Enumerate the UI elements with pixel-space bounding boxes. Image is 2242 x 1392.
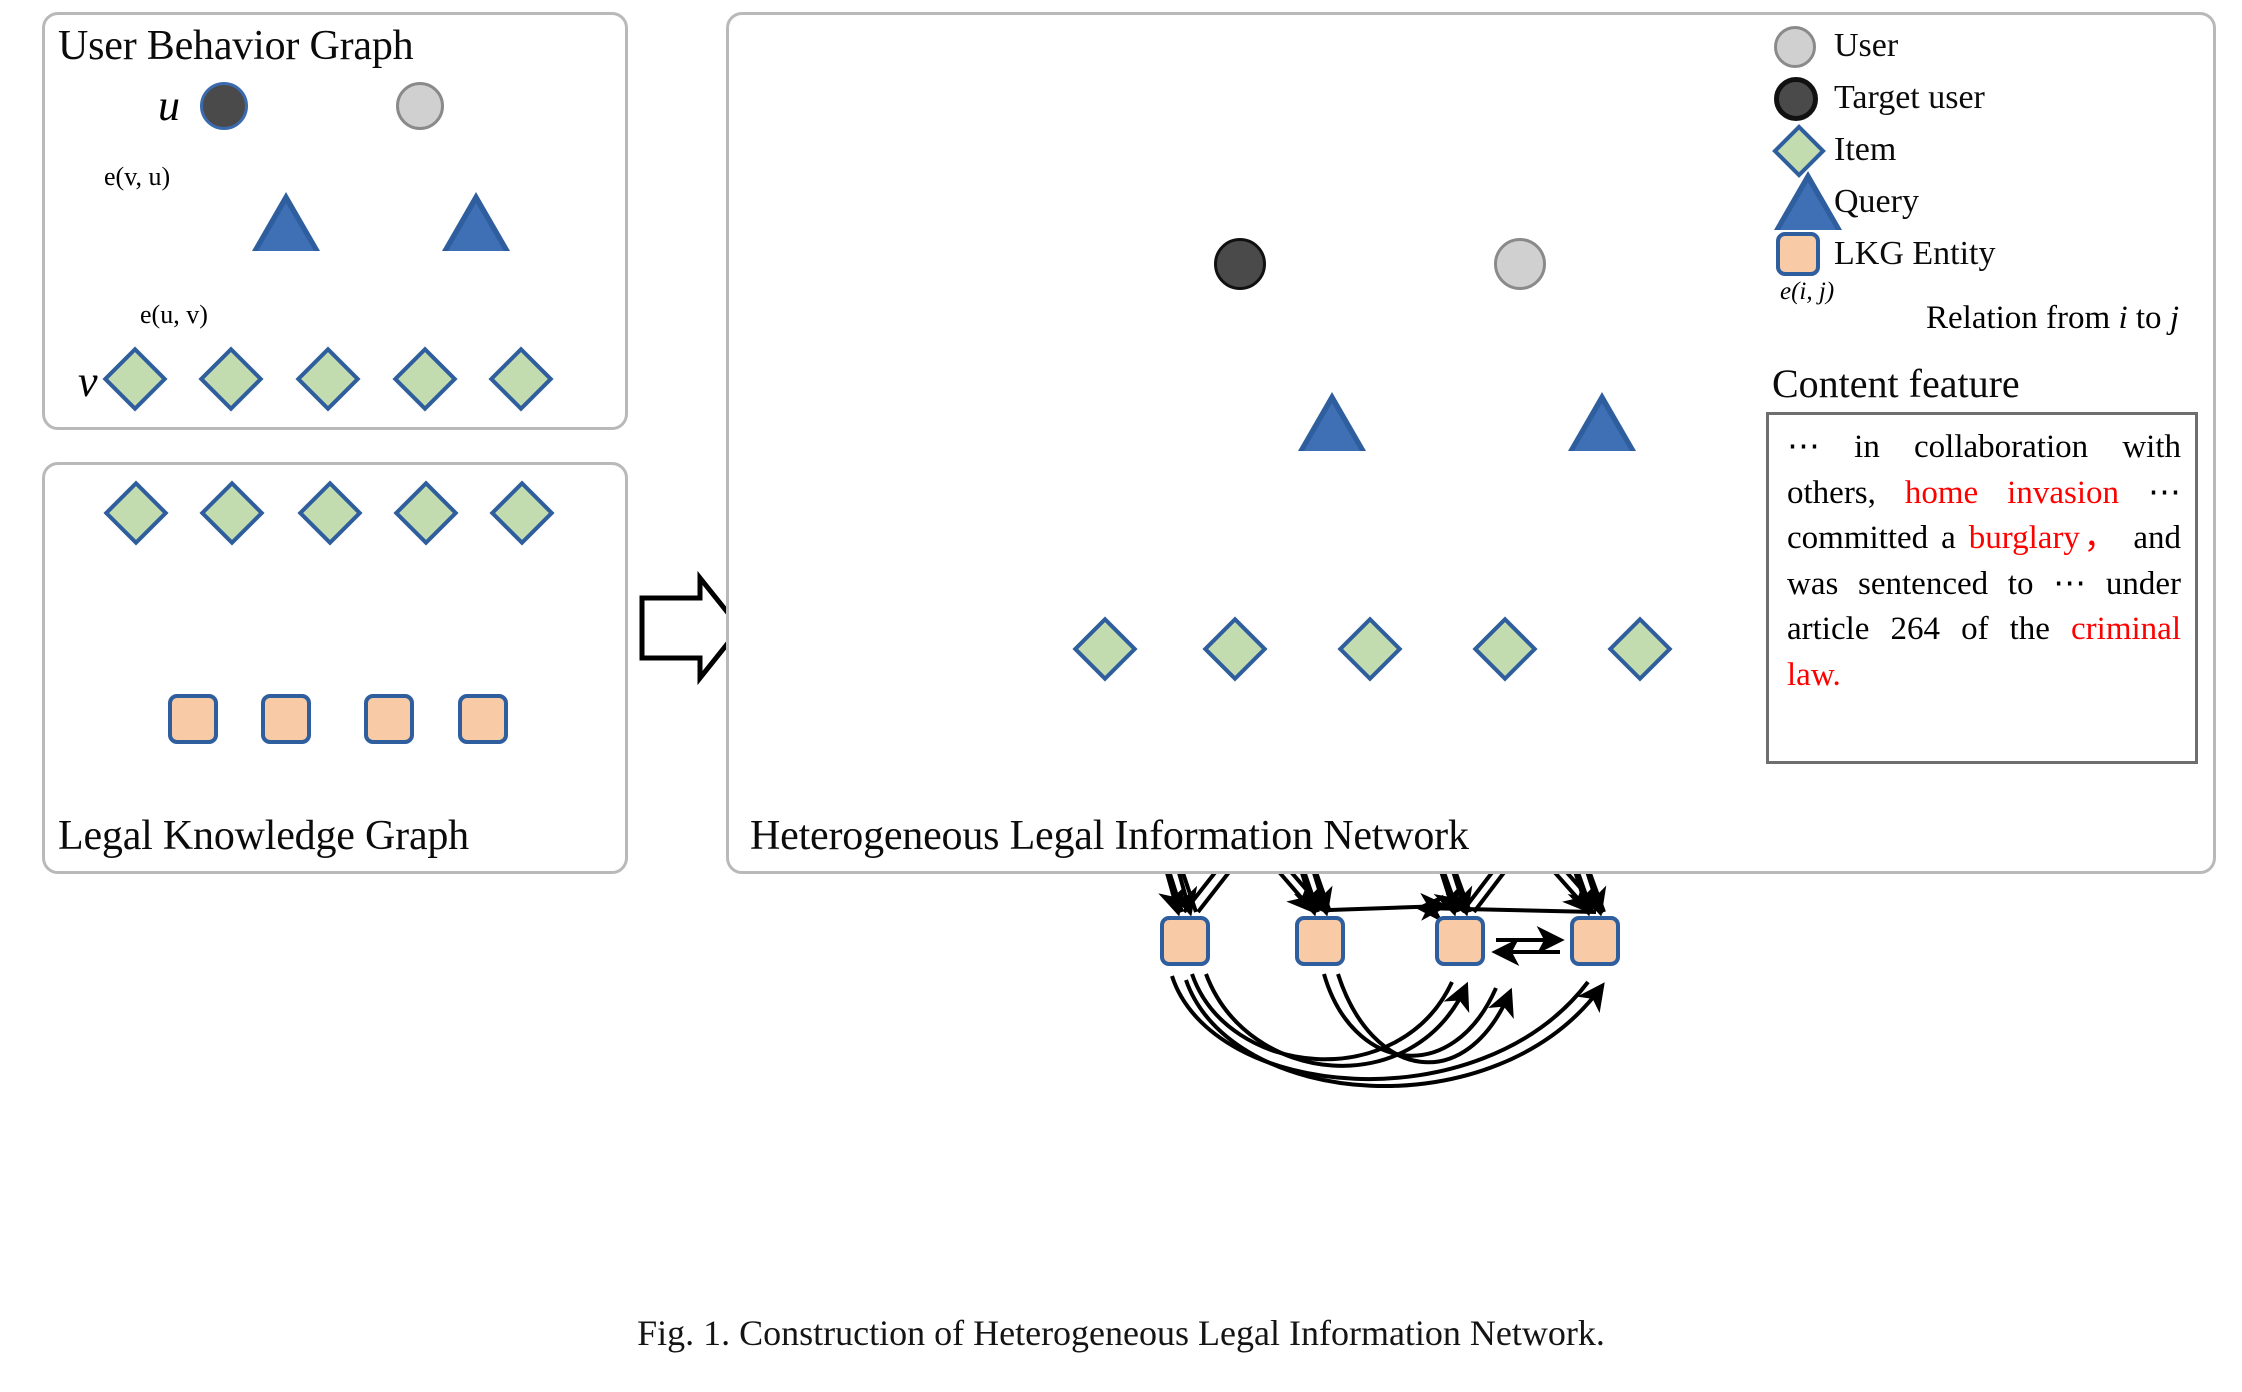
hlin-user-node[interactable] <box>1494 238 1546 290</box>
user-behavior-graph-title: User Behavior Graph <box>58 23 414 69</box>
relation-to-var: j <box>2169 300 2179 336</box>
seg: and was sentenced to ⋯ under article 264… <box>1787 520 2181 648</box>
hlin-entity-node[interactable] <box>1295 916 1345 966</box>
seg: ⋯ in collaboration with others, <box>1787 429 2181 511</box>
legend-relation: e(i, j) Relation from i to j <box>1768 278 2218 344</box>
lkg-entity-node[interactable] <box>458 694 508 744</box>
legend-item-target-user: Target user <box>1772 72 2192 124</box>
legend-label: Query <box>1834 183 1919 220</box>
hlin-entity-node[interactable] <box>1435 916 1485 966</box>
legend-item-user: User <box>1772 20 2192 72</box>
block-arrow-right <box>639 570 744 686</box>
triangle-blue-icon <box>1772 171 1842 230</box>
seg-highlight: burglary， <box>1968 520 2121 557</box>
content-feature-title: Content feature <box>1772 361 2020 406</box>
legend-label: Target user <box>1834 79 1985 116</box>
ubg-user-node[interactable] <box>396 82 444 130</box>
diamond-green-icon <box>1772 124 1834 178</box>
hlin-target-user-node[interactable] <box>1214 238 1266 290</box>
ubg-target-user-node[interactable] <box>200 82 248 130</box>
circle-gray-icon <box>1772 20 1834 72</box>
legend-item-lkg-entity: LKG Entity <box>1772 228 2192 280</box>
content-feature-box: ⋯ in collaboration with others, home inv… <box>1766 412 2198 764</box>
legend-relation-arrow-label: e(i, j) <box>1780 278 1835 305</box>
legend-item-query: Query <box>1772 171 2192 230</box>
heterogeneous-legal-information-network-title: Heterogeneous Legal Information Network <box>750 813 1469 859</box>
legend-label: User <box>1834 27 1899 64</box>
lkg-entity-node[interactable] <box>364 694 414 744</box>
ubg-edge-label-vu: e(v, u) <box>104 162 171 191</box>
hlin-entity-node[interactable] <box>1160 916 1210 966</box>
content-feature-text: ⋯ in collaboration with others, home inv… <box>1787 425 2181 698</box>
seg-highlight: home invasion <box>1904 474 2120 511</box>
square-orange-icon <box>1772 228 1834 280</box>
lkg-entity-node[interactable] <box>261 694 311 744</box>
ubg-edge-label-uv: e(u, v) <box>140 300 208 329</box>
legal-knowledge-graph-title: Legal Knowledge Graph <box>58 813 469 859</box>
hlin-entity-node[interactable] <box>1570 916 1620 966</box>
seg: ⋯ committed a <box>1787 474 2181 557</box>
relation-mid: to <box>2127 300 2170 336</box>
lkg-entity-node[interactable] <box>168 694 218 744</box>
legend-label: Item <box>1834 131 1897 168</box>
relation-prefix: Relation from <box>1926 300 2119 336</box>
circle-dark-icon <box>1772 72 1834 124</box>
ubg-item-label: v <box>78 357 98 406</box>
legend: User Target user Item Query <box>1772 20 2192 280</box>
legend-item-item: Item <box>1772 124 2192 178</box>
legend-relation-text: Relation from i to j <box>1926 300 2179 337</box>
relation-from-var: i <box>2118 300 2128 336</box>
seg-highlight: criminal law. <box>1787 611 2181 693</box>
legend-label: LKG Entity <box>1834 235 1996 272</box>
figure-caption: Fig. 1. Construction of Heterogeneous Le… <box>637 1313 1605 1353</box>
ubg-user-label: u <box>158 81 180 130</box>
